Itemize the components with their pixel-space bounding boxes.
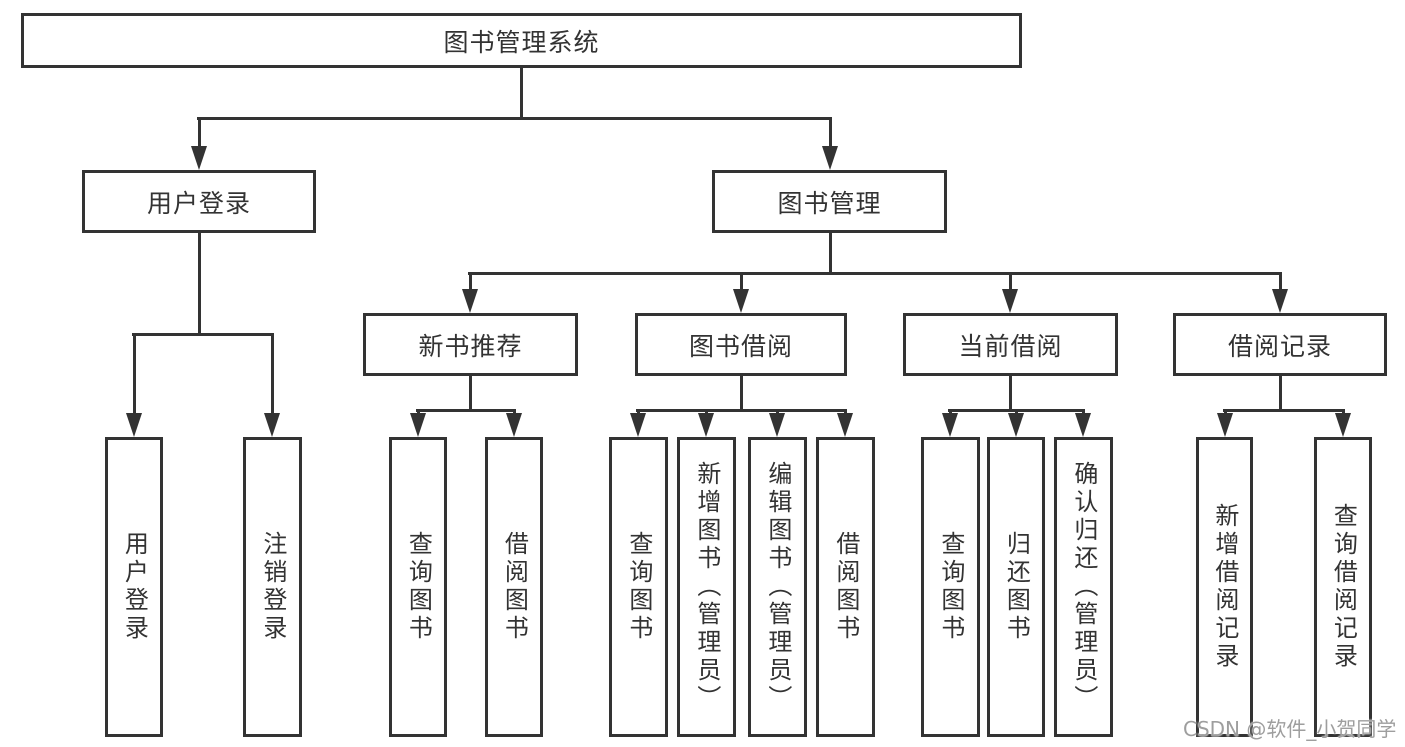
- connector-line: [198, 117, 201, 152]
- arrow-down-icon: [1002, 289, 1018, 313]
- node-label: 用户登录: [146, 188, 251, 218]
- node-label: 注销登录: [258, 531, 287, 643]
- node-current-borrow: 当前借阅: [903, 313, 1118, 376]
- connector-line: [198, 231, 201, 336]
- node-label: 新书推荐: [418, 331, 523, 361]
- node-label: 图书管理: [777, 188, 882, 218]
- arrow-down-icon: [1075, 413, 1091, 437]
- arrow-down-icon: [769, 413, 785, 437]
- leaf-add-book-admin: 新增图书（管理员）: [677, 437, 736, 737]
- connector-line: [132, 333, 274, 336]
- node-book-borrow: 图书借阅: [635, 313, 847, 376]
- connector-line: [197, 117, 832, 120]
- arrow-down-icon: [506, 413, 522, 437]
- arrow-down-icon: [942, 413, 958, 437]
- arrow-down-icon: [264, 413, 280, 437]
- arrow-down-icon: [410, 413, 426, 437]
- leaf-query-books-recommend: 查询图书: [389, 437, 447, 737]
- leaf-query-books-borrow: 查询图书: [609, 437, 668, 737]
- leaf-edit-book-admin: 编辑图书（管理员）: [748, 437, 807, 737]
- connector-line: [740, 374, 743, 412]
- node-label: 确认归还（管理员）: [1069, 461, 1098, 713]
- connector-line: [416, 409, 516, 412]
- leaf-borrow-books: 借阅图书: [816, 437, 875, 737]
- connector-line: [271, 333, 274, 419]
- connector-line: [1279, 272, 1282, 295]
- leaf-query-borrow-record: 查询借阅记录: [1314, 437, 1372, 737]
- leaf-logout: 注销登录: [243, 437, 302, 737]
- connector-line: [520, 66, 523, 120]
- arrow-down-icon: [1008, 413, 1024, 437]
- leaf-confirm-return-admin: 确认归还（管理员）: [1054, 437, 1113, 737]
- arrow-down-icon: [630, 413, 646, 437]
- node-label: 新增借阅记录: [1210, 503, 1239, 671]
- leaf-query-books-current: 查询图书: [921, 437, 980, 737]
- arrow-down-icon: [1335, 413, 1351, 437]
- node-label: 归还图书: [1002, 531, 1031, 643]
- node-label: 借阅图书: [831, 531, 860, 643]
- arrow-down-icon: [462, 289, 478, 313]
- node-label: 查询图书: [624, 531, 653, 643]
- node-label: 借阅图书: [500, 531, 529, 643]
- node-new-book-recommend: 新书推荐: [363, 313, 578, 376]
- leaf-borrow-books-recommend: 借阅图书: [485, 437, 543, 737]
- connector-line: [829, 117, 832, 152]
- arrow-down-icon: [822, 146, 838, 170]
- connector-line: [133, 333, 136, 419]
- node-label: 新增图书（管理员）: [692, 461, 721, 713]
- arrow-down-icon: [1217, 413, 1233, 437]
- node-label: 查询借阅记录: [1329, 503, 1358, 671]
- node-root: 图书管理系统: [21, 13, 1022, 68]
- csdn-watermark: CSDN @软件_小贺同学: [1183, 717, 1397, 741]
- node-label: 查询图书: [936, 531, 965, 643]
- arrow-down-icon: [126, 413, 142, 437]
- arrow-down-icon: [191, 146, 207, 170]
- connector-line: [1279, 374, 1282, 412]
- connector-line: [468, 272, 1282, 275]
- connector-line: [740, 272, 743, 295]
- node-borrow-records: 借阅记录: [1173, 313, 1387, 376]
- connector-line: [829, 231, 832, 275]
- connector-line: [636, 409, 847, 412]
- connector-line: [469, 374, 472, 412]
- node-label: 当前借阅: [958, 331, 1063, 361]
- node-label: 查询图书: [404, 531, 433, 643]
- connector-line: [1223, 409, 1345, 412]
- arrow-down-icon: [837, 413, 853, 437]
- leaf-return-books: 归还图书: [987, 437, 1045, 737]
- node-label: 编辑图书（管理员）: [763, 461, 792, 713]
- node-label: 图书管理系统: [443, 27, 600, 57]
- connector-line: [469, 272, 472, 295]
- leaf-add-borrow-record: 新增借阅记录: [1196, 437, 1253, 737]
- leaf-user-login: 用户登录: [105, 437, 163, 737]
- node-label: 图书借阅: [688, 331, 793, 361]
- node-label: 用户登录: [120, 531, 149, 643]
- connector-line: [1009, 374, 1012, 412]
- arrow-down-icon: [698, 413, 714, 437]
- node-user-login: 用户登录: [82, 170, 316, 233]
- connector-line: [1009, 272, 1012, 295]
- node-label: 借阅记录: [1227, 331, 1332, 361]
- node-book-management: 图书管理: [712, 170, 947, 233]
- arrow-down-icon: [733, 289, 749, 313]
- arrow-down-icon: [1272, 289, 1288, 313]
